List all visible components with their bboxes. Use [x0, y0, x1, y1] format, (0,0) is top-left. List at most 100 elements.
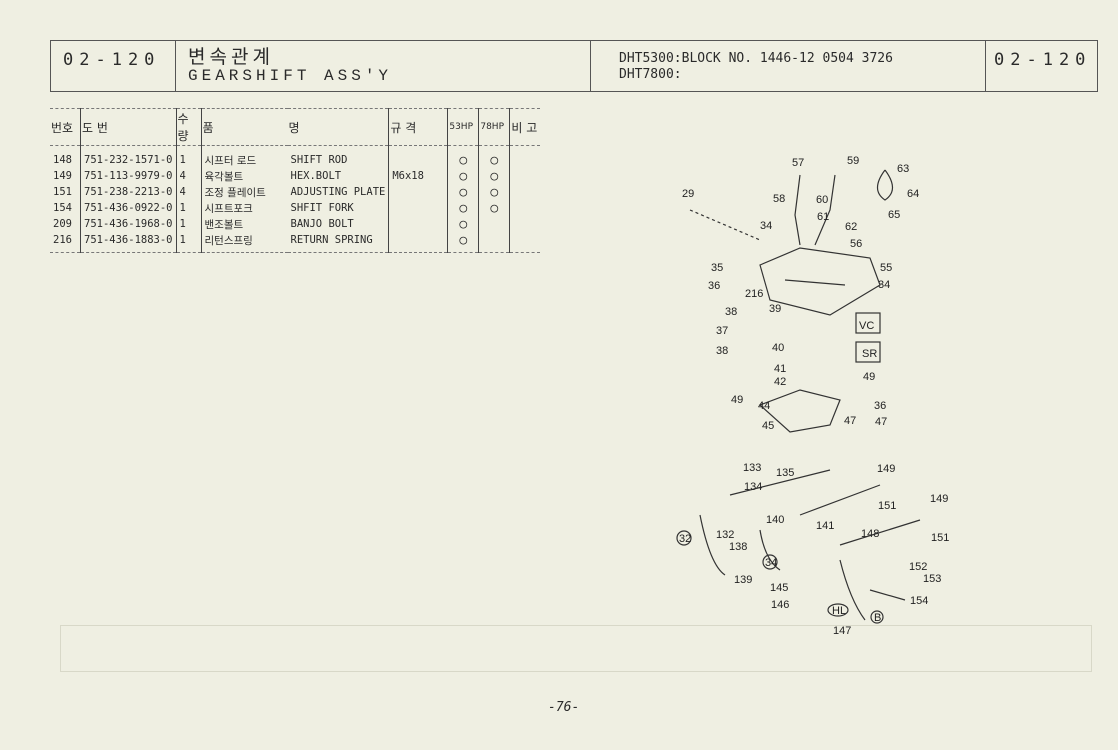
callout-label: 133	[743, 462, 761, 474]
mark-53hp: ○	[447, 232, 479, 253]
spec	[388, 200, 448, 216]
callout-label: 147	[833, 625, 851, 637]
title-english: GEARSHIFT ASS'Y	[188, 67, 393, 85]
name-korean: 시프터 로드	[200, 145, 288, 168]
row-number: 209	[53, 218, 72, 230]
name-korean: 조정 플레이트	[200, 184, 288, 200]
callout-label: 37	[716, 325, 728, 337]
part-number: 751-436-0922-0	[80, 200, 177, 216]
callout-label: 34	[765, 557, 777, 569]
mark-53hp: ○	[447, 168, 479, 184]
callout-label: 149	[930, 493, 948, 505]
callout-label: 148	[861, 528, 879, 540]
callout-label: 49	[731, 394, 743, 406]
spec	[388, 184, 448, 200]
callout-label: 34	[878, 279, 890, 291]
name-korean: 육각볼트	[200, 168, 288, 184]
mark-53hp: ○	[447, 145, 479, 168]
remark	[509, 184, 541, 200]
mark-53hp: ○	[447, 184, 479, 200]
callout-label: 64	[907, 188, 919, 200]
callout-label: B	[874, 612, 881, 624]
row-number: 216	[50, 232, 81, 253]
callout-label: 151	[931, 532, 949, 544]
title-korean: 변속관계	[188, 46, 274, 68]
callout-label: 63	[897, 163, 909, 175]
col-remark: 비 고	[509, 108, 541, 146]
callout-label: 61	[817, 211, 829, 223]
callout-label: 138	[729, 541, 747, 553]
mark-53hp: ○	[447, 200, 479, 216]
mark-78hp	[478, 232, 510, 253]
callout-label: 60	[816, 194, 828, 206]
callout-label: 139	[734, 574, 752, 586]
name-korean: 시프트포크	[200, 200, 288, 216]
callout-label: 134	[744, 481, 762, 493]
part-number: 751-113-9979-0	[80, 168, 177, 184]
callout-label: 153	[923, 573, 941, 585]
name-korean: 밴조볼트	[200, 216, 288, 232]
part-number: 751-436-1968-0	[80, 216, 177, 232]
callout-label: 151	[878, 500, 896, 512]
callout-label: HL	[832, 605, 846, 617]
shift-rods-drawing	[729, 469, 921, 546]
callout-label: 154	[910, 595, 928, 607]
row-number: 151	[53, 186, 72, 198]
remark	[509, 216, 541, 232]
col-qty: 수량	[175, 108, 202, 146]
mark-78hp: ○	[478, 168, 510, 184]
remark	[509, 145, 541, 168]
callout-label: 140	[766, 514, 784, 526]
callout-label: 152	[909, 561, 927, 573]
callout-label: 57	[792, 157, 804, 169]
mark-78hp	[478, 216, 510, 232]
col-53hp: 53HP	[447, 108, 479, 146]
callout-label: 58	[773, 193, 785, 205]
page-header: 02-120 변속관계 GEARSHIFT ASS'Y DHT5300:BLOC…	[50, 40, 1098, 92]
callout-label: 42	[774, 376, 786, 388]
quantity: 1	[175, 200, 202, 216]
model-line-2: DHT7800:	[619, 67, 682, 82]
callout-label: 35	[711, 262, 723, 274]
section-code-right: 02-120	[994, 50, 1092, 70]
callout-label: 55	[880, 262, 892, 274]
callout-label: 59	[847, 155, 859, 167]
remark	[509, 168, 541, 184]
row-number: 149	[53, 170, 72, 182]
bleed-through-frame	[60, 625, 1092, 672]
callout-label: 45	[762, 420, 774, 432]
quantity: 1	[175, 232, 202, 253]
name-english: BANJO BOLT	[290, 218, 354, 230]
model-block: DHT5300:BLOCK NO. 1446-12 0504 3726 DHT7…	[591, 41, 986, 91]
callout-label: 29	[682, 188, 694, 200]
part-number: 751-238-2213-0	[80, 184, 177, 200]
callout-label: 36	[708, 280, 720, 292]
callout-label: 62	[845, 221, 857, 233]
callout-label: 34	[760, 220, 772, 232]
quantity: 1	[175, 216, 202, 232]
col-part-number: 도 번	[80, 108, 177, 146]
mark-78hp: ○	[478, 200, 510, 216]
col-78hp: 78HP	[478, 108, 510, 146]
callout-label: 40	[772, 342, 784, 354]
quantity: 1	[175, 145, 202, 168]
col-name-kr: 품	[200, 108, 288, 146]
shift-lever-drawing	[794, 169, 894, 246]
callout-label: 36	[874, 400, 886, 412]
title-block: 변속관계 GEARSHIFT ASS'Y	[176, 41, 591, 91]
callout-label: 146	[771, 599, 789, 611]
callout-label: 41	[774, 363, 786, 375]
name-english: RETURN SPRING	[287, 232, 389, 253]
name-english: ADJUSTING PLATE	[290, 186, 386, 198]
spec: M6x18	[388, 168, 448, 184]
callout-label: 65	[888, 209, 900, 221]
mark-53hp: ○	[447, 216, 479, 232]
part-number: 751-436-1883-0	[80, 232, 177, 253]
